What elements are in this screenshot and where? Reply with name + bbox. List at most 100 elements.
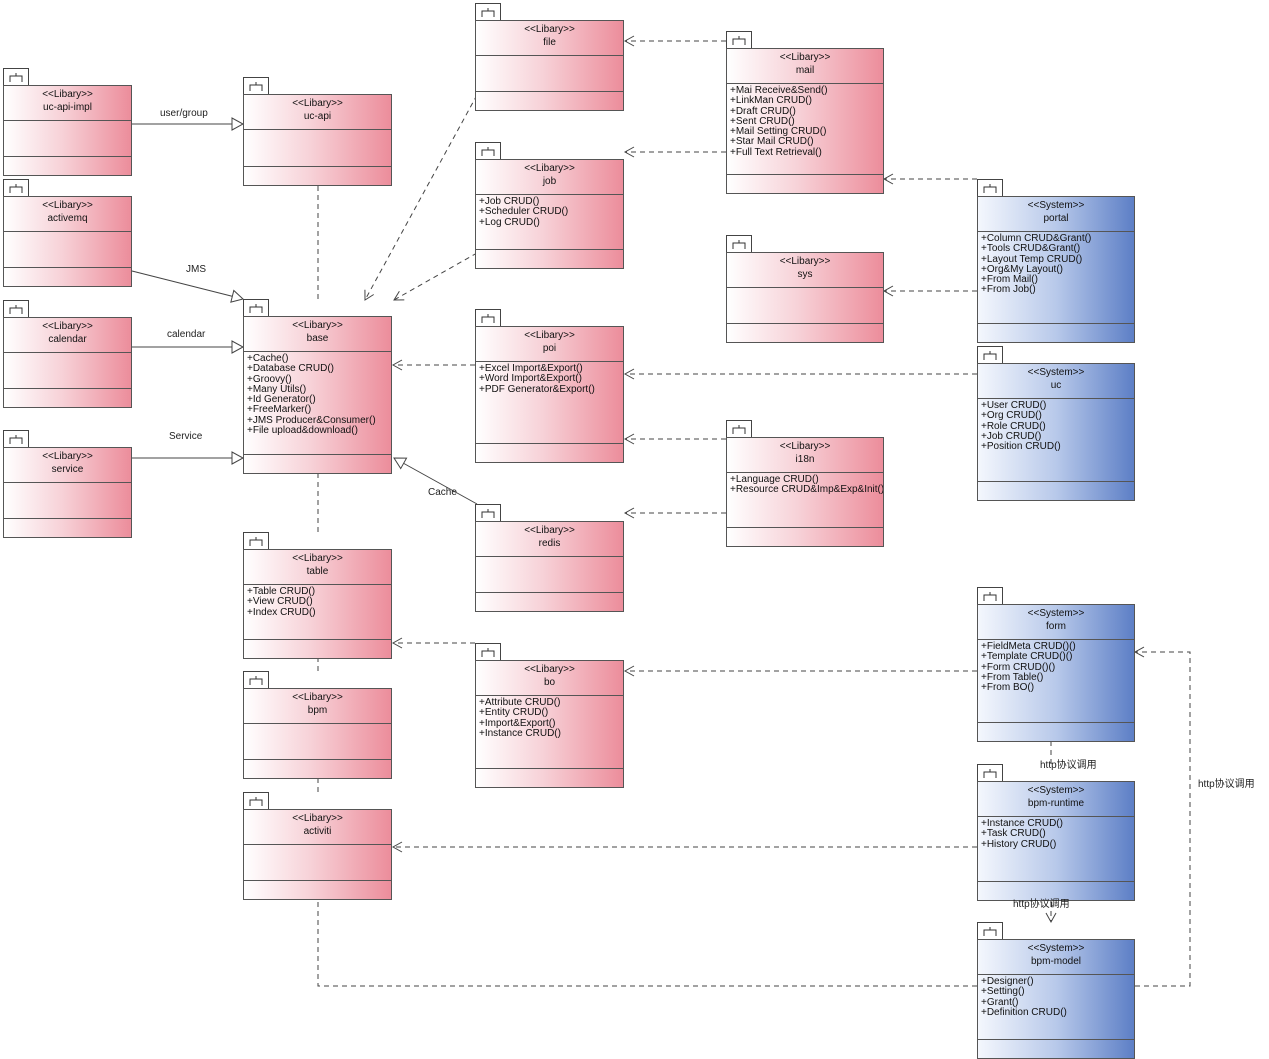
package-separator [978,816,1134,817]
package-name: activiti [303,826,332,837]
package-header: <<Libary>>file [476,21,623,49]
package-sys[interactable]: <<Libary>> sys [726,235,884,343]
package-body: <<Libary>>bpm [243,688,392,779]
package-poi[interactable]: <<Libary>>poi+Excel Import&Export()+Word… [475,309,624,463]
link-model-to-form [1135,651,1191,987]
package-separator [244,639,391,640]
operation-item: +Instance CRUD() [479,727,561,739]
operation-item: +Groovy() [247,373,292,385]
package-name: uc [1050,380,1062,391]
package-separator [978,323,1134,324]
package-i18n[interactable]: <<Libary>> i18n +Language CRUD()+Resource … [726,420,884,547]
package-name: table [306,566,329,577]
package-separator [727,287,883,288]
package-header: <<Libary>>base [244,317,391,345]
package-separator [978,722,1134,723]
package-calendar[interactable]: <<Libary>>calendar [3,300,132,408]
operation-item: +Org CRUD() [981,410,1042,422]
package-bpm-runtime[interactable]: <<System>>bpm-runtime+Instance CRUD()+Ta… [977,764,1135,901]
operation-item: +Role CRUD() [981,420,1046,432]
package-tab-icon [243,792,269,810]
package-stereotype: <<Libary>> [779,52,831,63]
link-file-to-base [364,94,478,301]
package-tab-icon [475,142,501,160]
package-stereotype: <<Libary>> [779,256,831,267]
package-stereotype: <<Libary>> [524,163,575,174]
label-service: Service [169,431,203,442]
operation-list: +Cache()+Database CRUD()+Groovy()+Many U… [247,353,391,437]
package-stereotype: <<Libary>> [42,321,93,332]
operation-item: +Log CRUD() [479,216,540,228]
package-uc-api-impl[interactable]: <<Libary>>uc-api-impl [3,68,132,176]
package-separator [244,880,391,881]
package-separator [476,55,623,56]
package-activemq[interactable]: <<Libary>>activemq [3,179,132,287]
package-header: <<Libary>>service [4,448,131,476]
package-separator [4,267,131,268]
package-name: sys [797,269,813,280]
package-body: <<Libary>>job+Job CRUD()+Scheduler CRUD(… [475,159,624,269]
package-separator [244,759,391,760]
operation-item: +LinkMan CRUD() [730,95,812,107]
package-name: uc-api-impl [43,102,92,113]
package-name: uc-api [303,111,332,122]
package-separator [978,481,1134,482]
operation-item: +History CRUD() [981,838,1057,850]
package-tab-icon [475,3,501,21]
package-file[interactable]: <<Libary>>file [475,3,624,111]
operation-item: +Attribute CRUD() [479,697,561,708]
package-header: <<System>>bpm-model [978,940,1134,968]
package-header: <<Libary>>table [244,550,391,578]
link-redis-to-base-head [393,457,408,470]
package-body: <<System>>form+FieldMeta CRUD()()+Templa… [977,604,1135,742]
package-body: <<Libary>>activiti [243,809,392,900]
operation-list: +Language CRUD()+Resource CRUD&Imp&Exp&I… [730,474,883,496]
link-job-to-base [393,252,478,301]
package-activiti[interactable]: <<Libary>>activiti [243,792,392,900]
operation-item: +File upload&download() [247,425,358,437]
package-name: job [542,176,557,187]
operation-item: +From BO() [981,682,1035,694]
package-tab-icon [243,532,269,550]
package-stereotype: <<Libary>> [524,664,575,675]
package-tab-icon [726,420,752,438]
operation-item: +Position CRUD() [981,441,1061,453]
package-portal[interactable]: <<System>>portal+Column CRUD&Grant()+Too… [977,179,1135,343]
package-uc-api[interactable]: <<Libary>>uc-api [243,77,392,186]
package-separator [476,194,623,195]
label-http-runtime-form: http协议调用 [1040,760,1097,771]
package-stereotype: <<System>> [1027,785,1085,796]
package-tab-icon [977,179,1003,197]
package-uc[interactable]: <<System>>uc+User CRUD()+Org CRUD()+Role… [977,346,1135,501]
package-header: <<System>>uc [978,364,1134,392]
link-model-to-activiti [317,884,977,987]
link-service-to-base-head [231,451,245,465]
link-portal-to-mail-head [882,173,894,185]
package-job[interactable]: <<Libary>>job+Job CRUD()+Scheduler CRUD(… [475,142,624,269]
package-name: bpm-runtime [1027,798,1085,809]
package-tab-icon [3,430,29,448]
package-mail[interactable]: <<Libary>>mail+Mai Receive&Send()+LinkMa… [726,31,884,194]
package-body: <<Libary>>service [3,447,132,538]
package-separator [978,974,1134,975]
package-body: <<System>>uc+User CRUD()+Org CRUD()+Role… [977,363,1135,501]
package-form[interactable]: <<System>>form+FieldMeta CRUD()()+Templa… [977,587,1135,742]
package-redis[interactable]: <<Libary>> redis [475,504,624,612]
package-bpm[interactable]: <<Libary>>bpm [243,671,392,779]
package-name: i18n [795,454,815,465]
package-name: redis [538,538,561,549]
package-bpm-model[interactable]: <<System>>bpm-model+Designer()+Setting()… [977,922,1135,1059]
package-stereotype: <<Libary>> [779,441,831,452]
package-bo[interactable]: <<Libary>>bo+Attribute CRUD()+Entity CRU… [475,643,624,788]
package-table[interactable]: <<Libary>>table+Table CRUD()+View CRUD()… [243,532,392,659]
operation-list: +Excel Import&Export()+Word Import&Expor… [479,363,623,395]
package-tab-icon [3,68,29,86]
package-name: file [543,37,556,48]
package-service[interactable]: <<Libary>>service [3,430,132,538]
package-header: <<Libary>>bpm [244,689,391,717]
package-stereotype: <<Libary>> [524,525,575,536]
package-tab-icon [977,922,1003,940]
package-body: <<Libary>> sys [726,252,884,343]
package-base[interactable]: <<Libary>>base +Cache()+Database CRUD()+G… [243,299,392,474]
